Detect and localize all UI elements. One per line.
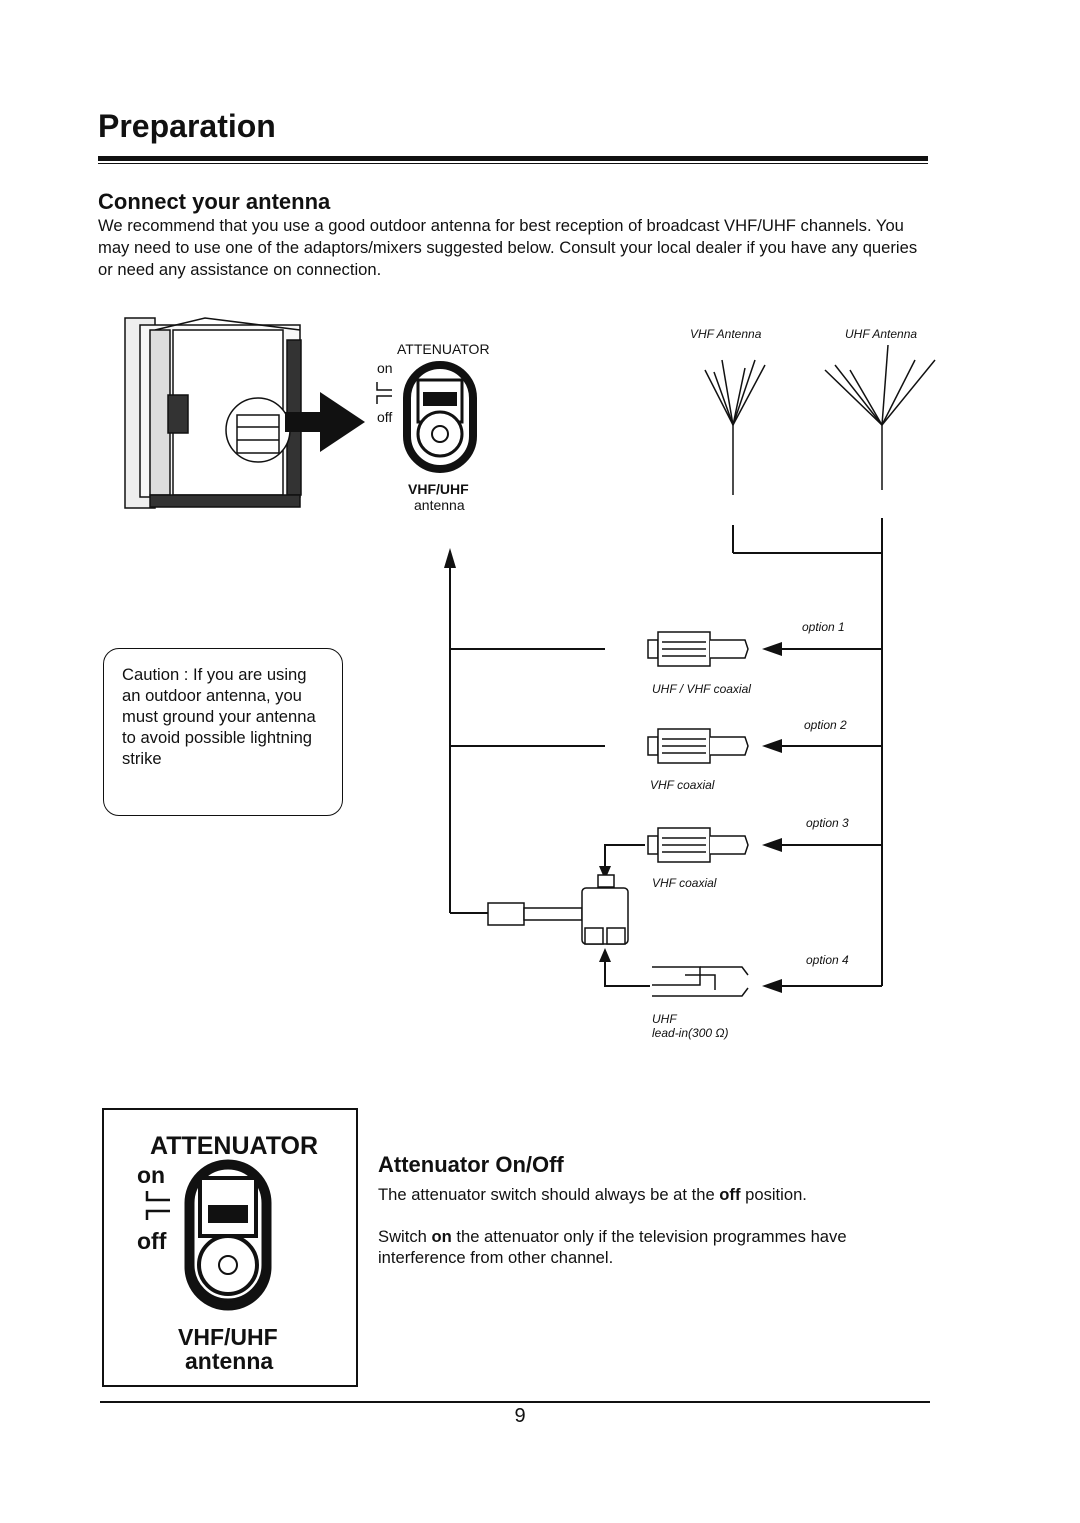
attenuator-box-title: ATTENUATOR — [150, 1132, 319, 1160]
option-3-label: option 3 — [806, 816, 849, 830]
cable-lines — [449, 518, 883, 987]
coax-connector-3 — [647, 827, 749, 863]
intro-paragraph: We recommend that you use a good outdoor… — [98, 216, 918, 279]
attenuator-box-on: on — [137, 1162, 166, 1188]
attenuator-paragraph-2: Switch on the attenuator only if the tel… — [378, 1227, 847, 1267]
option-arrows — [599, 642, 782, 993]
attenuator-switch-small — [376, 361, 477, 473]
mixer-adaptor — [487, 874, 629, 945]
option-2-label: option 2 — [804, 718, 847, 732]
attenuator-switch-large — [145, 1159, 272, 1311]
cable-2-label: VHF coaxial — [650, 778, 715, 792]
attenuator-box-off: off — [137, 1228, 167, 1254]
page-title: Preparation — [98, 108, 276, 144]
vhf-antenna-icon — [704, 359, 766, 495]
footer-rule — [100, 1401, 930, 1403]
tv-illustration — [124, 317, 302, 509]
page-number: 9 — [514, 1405, 526, 1427]
title-rule-thin — [98, 163, 928, 164]
attenuator-label: ATTENUATOR — [397, 341, 490, 357]
attenuator-box-antenna: antenna — [185, 1348, 274, 1374]
on-label: on — [377, 360, 393, 376]
caution-box: Caution : If you are using an outdoor an… — [103, 648, 343, 816]
cable-3-label: VHF coaxial — [652, 876, 717, 890]
twin-lead-connector — [652, 966, 749, 997]
antenna-label: antenna — [414, 497, 465, 513]
cable-1-label: UHF / VHF coaxial — [652, 682, 751, 696]
cable-4-label-line1: UHF — [652, 1012, 677, 1026]
title-rule — [98, 156, 928, 161]
cable-4-label-line2: lead-in(300 Ω) — [652, 1026, 729, 1040]
coax-connector-1 — [647, 631, 749, 667]
attenuator-box — [102, 1108, 358, 1387]
uhf-antenna-icon — [824, 344, 936, 490]
uhf-antenna-label: UHF Antenna — [845, 327, 918, 341]
vhfuhf-label: VHF/UHF — [408, 481, 469, 497]
vhf-antenna-label: VHF Antenna — [690, 327, 762, 341]
option-1-label: option 1 — [802, 620, 845, 634]
attenuator-box-vhfuhf: VHF/UHF — [178, 1324, 278, 1350]
attenuator-heading: Attenuator On/Off — [378, 1152, 564, 1177]
option-4-label: option 4 — [806, 953, 849, 967]
section-heading: Connect your antenna — [98, 189, 331, 214]
attenuator-paragraph-1: The attenuator switch should always be a… — [378, 1185, 807, 1204]
up-arrow-icon — [444, 548, 456, 568]
arrow-icon — [285, 392, 365, 452]
coax-connector-2 — [647, 728, 749, 764]
off-label: off — [377, 409, 393, 425]
